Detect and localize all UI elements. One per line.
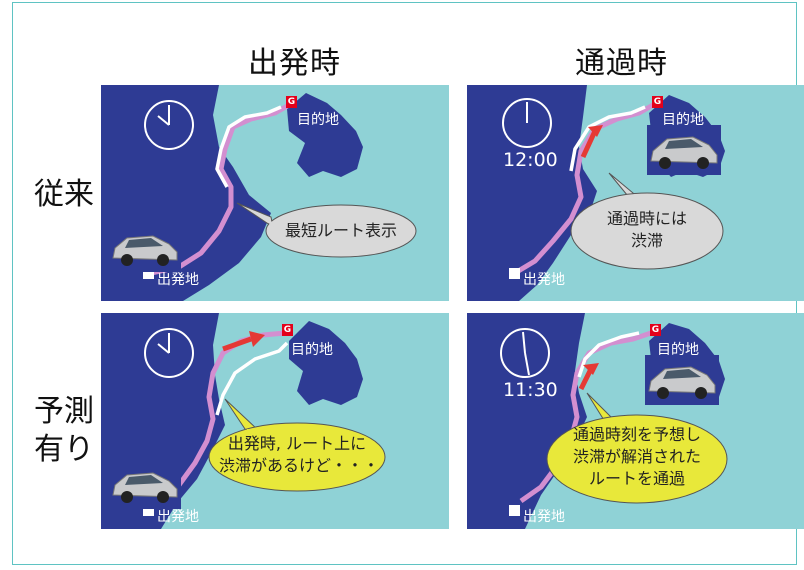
panel-conventional-departure: G 目的地 出発地 最短ルート表示 bbox=[101, 85, 449, 301]
start-marker bbox=[143, 505, 154, 516]
bubble-text: 通過時刻を予想し 渋滞が解消された ルートを通過 bbox=[559, 424, 715, 490]
congestion-arrow bbox=[580, 129, 598, 159]
row-heading-predicted-line1: 予測 bbox=[34, 394, 94, 429]
route-line bbox=[150, 102, 291, 276]
land-island bbox=[289, 321, 363, 405]
goal-flag-icon: G bbox=[282, 324, 293, 336]
shortest-route bbox=[569, 105, 646, 172]
row-heading-conventional: 従来 bbox=[34, 177, 94, 212]
clock-icon bbox=[144, 328, 194, 378]
goal-label: 目的地 bbox=[297, 112, 339, 128]
bubble bbox=[236, 202, 417, 258]
shortest-route bbox=[215, 105, 282, 188]
car-icon bbox=[107, 459, 181, 509]
bubble-text: 出発時, ルート上に 渋滞があるけど・・・ bbox=[219, 433, 380, 477]
clock-icon bbox=[144, 100, 194, 150]
goal-flag-icon: G bbox=[286, 96, 297, 108]
bubble-line-2: 渋滞が解消された bbox=[572, 447, 701, 466]
goal-label: 目的地 bbox=[291, 342, 333, 358]
clock-time-label: 12:00 bbox=[503, 149, 558, 171]
column-heading-departure: 出発時 bbox=[248, 46, 341, 81]
car-icon bbox=[647, 125, 721, 175]
goal-label: 目的地 bbox=[657, 342, 699, 358]
bubble-text: 最短ルート表示 bbox=[284, 221, 397, 240]
row-heading-predicted: 予測 有り bbox=[34, 393, 94, 469]
goal-flag-icon: G bbox=[650, 324, 661, 336]
map-conventional-passing bbox=[467, 85, 725, 301]
bubble-line-2: 渋滞 bbox=[630, 231, 663, 250]
column-heading-passing: 通過時 bbox=[575, 46, 668, 81]
bubble-line-1: 出発時, ルート上に bbox=[227, 434, 367, 453]
congestion-arrow bbox=[578, 367, 594, 391]
panel-predicted-passing: 11:30 G 目的地 出発地 通過時刻を予想し 渋滞が解消された ルートを通過 bbox=[467, 313, 804, 529]
row-heading-predicted-line2: 有り bbox=[34, 432, 94, 467]
start-marker bbox=[509, 505, 520, 516]
start-label: 出発地 bbox=[523, 272, 565, 288]
panel-predicted-departure: G 目的地 出発地 出発時, ルート上に 渋滞があるけど・・・ bbox=[101, 313, 449, 529]
start-label: 出発地 bbox=[523, 509, 565, 525]
car-icon bbox=[645, 355, 719, 405]
planned-route bbox=[215, 341, 289, 416]
start-marker bbox=[509, 268, 520, 279]
land-island bbox=[287, 93, 363, 177]
goal-label: 目的地 bbox=[662, 112, 704, 128]
land-mainland bbox=[467, 313, 587, 529]
bubble-line-2: 渋滞があるけど・・・ bbox=[219, 456, 380, 475]
car-icon bbox=[107, 222, 181, 272]
clock-icon bbox=[502, 98, 552, 148]
bubble-line-1: 通過時には bbox=[606, 209, 687, 228]
congestion-arrow bbox=[222, 336, 252, 352]
bubble bbox=[546, 392, 728, 504]
route-line bbox=[513, 102, 655, 276]
goal-flag-icon: G bbox=[652, 96, 663, 108]
bubble bbox=[570, 172, 724, 270]
panel-conventional-passing: 12:00 G 目的地 出発地 通過時には 渋滞 bbox=[467, 85, 804, 301]
bubble-line-3: ルートを通過 bbox=[588, 469, 685, 488]
clock-icon bbox=[500, 328, 550, 378]
start-label: 出発地 bbox=[157, 272, 199, 288]
bubble-line-1: 通過時刻を予想し bbox=[572, 425, 701, 444]
start-label: 出発地 bbox=[157, 509, 199, 525]
clock-time-label: 11:30 bbox=[503, 379, 558, 401]
map-predicted-passing bbox=[467, 313, 728, 529]
start-marker bbox=[143, 268, 154, 279]
bubble bbox=[208, 398, 386, 492]
land-mainland bbox=[467, 85, 597, 301]
bubble-text: 通過時には 渋滞 bbox=[587, 208, 707, 252]
